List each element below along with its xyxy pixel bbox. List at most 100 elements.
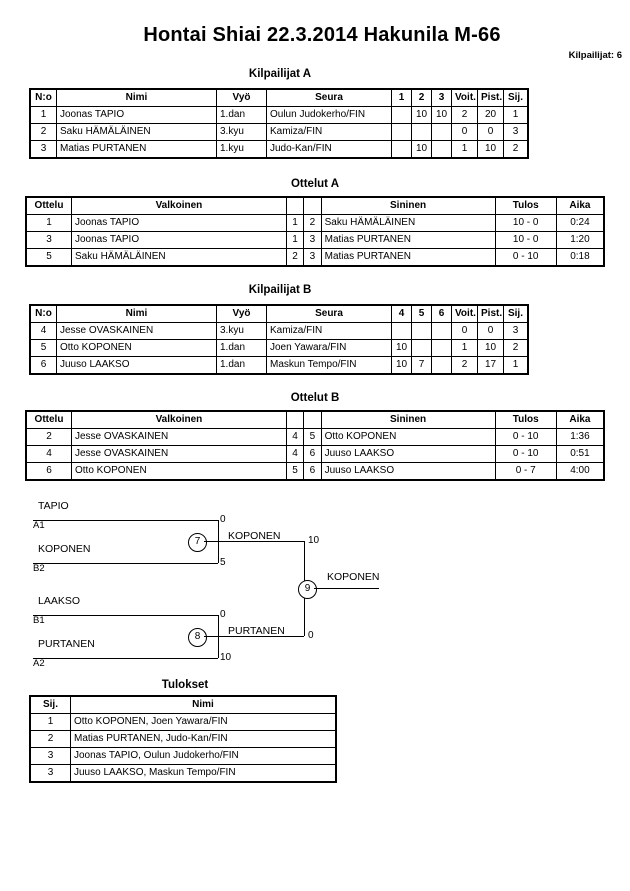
cell-rank: 1 [503,356,528,374]
col-name: Nimi [70,696,336,714]
cell-match-no: 3 [26,231,72,249]
cell-rank: 2 [503,140,528,158]
cell-m3 [431,123,452,141]
matches-a-table: Ottelu Valkoinen Sininen Tulos Aika 1 Jo… [25,196,605,267]
table-row: 5 Otto KOPONEN 1.dan Joen Yawara/FIN 10 … [30,339,528,357]
col-result: Tulos [494,197,557,215]
col-rank: Sij. [503,305,528,323]
cell-wins: 2 [451,106,478,124]
cell-match-no: 4 [26,445,72,463]
cell-white: Otto KOPONEN [71,462,287,480]
col-m4: 4 [391,305,412,323]
bracket-slot-line [33,615,218,616]
col-blue: Sininen [320,197,496,215]
cell-name: Juuso LAAKSO [56,356,217,374]
cell-white-no: 2 [285,248,305,266]
cell-m5 [411,339,432,357]
col-club: Seura [266,305,392,323]
cell-m2: 10 [411,106,432,124]
bracket-slot-seed: B2 [33,564,45,573]
cell-white: Joonas TAPIO [71,214,287,232]
cell-blue-no: 6 [303,462,322,480]
col-points: Pist. [477,89,504,107]
cell-belt: 1.dan [216,356,267,374]
col-blue-no [303,197,322,215]
cell-rank: 1 [30,713,71,731]
col-m5: 5 [411,305,432,323]
cell-m4: 10 [391,339,412,357]
page-title: Hontai Shiai 22.3.2014 Hakunila M-66 [143,24,501,46]
cell-result: 10 - 0 [494,214,557,232]
col-time: Aika [555,197,605,215]
col-club: Seura [266,89,392,107]
cell-blue: Matias PURTANEN [320,231,496,249]
cell-blue: Saku HÄMÄLÄINEN [320,214,496,232]
col-no: N:o [30,305,57,323]
bracket-slot-line [33,563,218,564]
table-row: 2 Matias PURTANEN, Judo-Kan/FIN [30,730,336,748]
results-caption: Tulokset [161,679,209,691]
table-row: 6 Juuso LAAKSO 1.dan Maskun Tempo/FIN 10… [30,356,528,374]
cell-wins: 1 [451,140,478,158]
bracket-slot-score: 0 [220,514,226,525]
cell-points: 0 [477,123,504,141]
col-belt: Vyö [216,89,267,107]
cell-rank: 3 [503,322,528,340]
bracket-slot-seed: A1 [33,521,45,530]
cell-result: 10 - 0 [494,231,557,249]
cell-m1 [391,123,412,141]
cell-rank: 3 [30,764,71,782]
cell-blue: Matias PURTANEN [320,248,496,266]
cell-name: Joonas TAPIO [56,106,217,124]
cell-white-no: 5 [285,462,305,480]
cell-rank: 2 [30,730,71,748]
cell-club: Kamiza/FIN [266,123,392,141]
col-m6: 6 [431,305,452,323]
cell-blue-no: 3 [303,248,322,266]
table-row: 3 Joonas TAPIO 1 3 Matias PURTANEN 10 - … [26,231,605,249]
cell-points: 20 [477,106,504,124]
bracket-match-node-7: 7 [188,533,207,552]
cell-no: 3 [30,140,57,158]
bracket-winner-score: 10 [308,535,320,546]
bracket-slot-name: KOPONEN [38,543,91,555]
cell-time: 1:36 [555,428,605,446]
cell-no: 2 [30,123,57,141]
cell-white: Saku HÄMÄLÄINEN [71,248,287,266]
cell-result: 0 - 10 [494,248,557,266]
cell-name: Matias PURTANEN, Judo-Kan/FIN [70,730,336,748]
col-name: Nimi [56,305,217,323]
col-wins: Voit. [451,89,478,107]
cell-wins: 0 [451,322,478,340]
table-row: 1 Joonas TAPIO 1.dan Oulun Judokerho/FIN… [30,106,528,124]
table-row: 4 Jesse OVASKAINEN 4 6 Juuso LAAKSO 0 - … [26,445,605,463]
col-white: Valkoinen [71,197,287,215]
col-result: Tulos [494,411,557,429]
cell-wins: 1 [451,339,478,357]
cell-match-no: 2 [26,428,72,446]
matches-b-table: Ottelu Valkoinen Sininen Tulos Aika 2 Je… [25,410,605,481]
bracket-slot-line [33,520,218,521]
cell-m4 [391,322,412,340]
cell-club: Oulun Judokerho/FIN [266,106,392,124]
cell-m1 [391,106,412,124]
col-rank: Sij. [503,89,528,107]
bracket-slot-name: PURTANEN [38,638,95,650]
cell-name: Otto KOPONEN, Joen Yawara/FIN [70,713,336,731]
cell-points: 17 [477,356,504,374]
cell-m3 [431,140,452,158]
cell-m6 [431,339,452,357]
pool-b-table: N:o Nimi Vyö Seura 4 5 6 Voit. Pist. Sij… [29,304,529,375]
entrant-count: Kilpailijat: 6 [568,50,622,61]
pool-a-table: N:o Nimi Vyö Seura 1 2 3 Voit. Pist. Sij… [29,88,529,159]
col-m2: 2 [411,89,432,107]
col-no: N:o [30,89,57,107]
col-points: Pist. [477,305,504,323]
bracket-champion-name: KOPONEN [327,571,380,582]
cell-rank: 3 [30,747,71,765]
table-row: 3 Joonas TAPIO, Oulun Judokerho/FIN [30,747,336,765]
col-white-no [285,411,305,429]
cell-no: 4 [30,322,57,340]
cell-belt: 1.dan [216,106,267,124]
